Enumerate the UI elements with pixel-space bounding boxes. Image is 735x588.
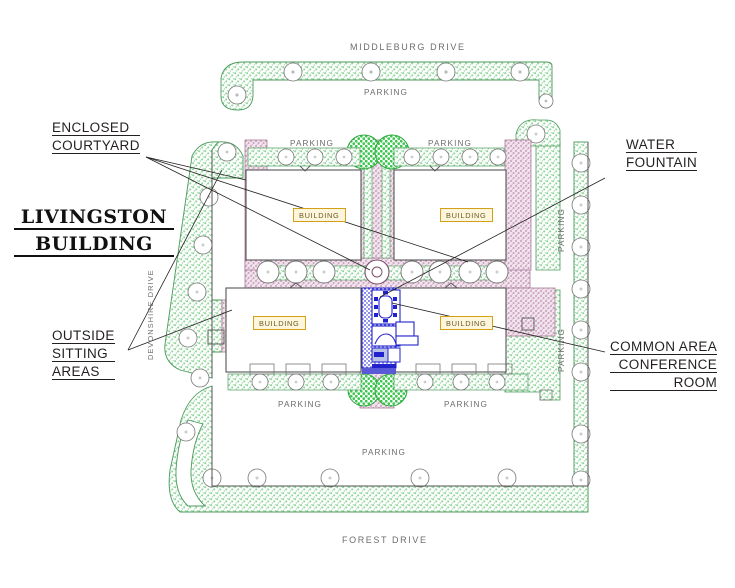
- building-label-sw: BUILDING: [253, 316, 306, 330]
- parking-label-sw: PARKING: [278, 400, 322, 409]
- common-area-conference-room-plan: [361, 287, 419, 374]
- callout-outside-sitting-areas: OUTSIDE SITTING AREAS: [52, 328, 115, 382]
- parking-label-nw: PARKING: [290, 139, 334, 148]
- south-landscape-buffer: [168, 385, 589, 513]
- parking-label-north-lot: PARKING: [364, 88, 408, 97]
- north-inner-parking-row: [247, 147, 507, 167]
- title-line-1: LIVINGSTON: [14, 206, 174, 230]
- callout-water-fountain: WATER FOUNTAIN: [626, 137, 698, 173]
- south-inner-parking-row: [227, 363, 529, 391]
- callout-outside-sitting-areas-line-3: AREAS: [52, 364, 115, 380]
- street-label-middleburg-drive: MIDDLEBURG DRIVE: [350, 42, 466, 52]
- callout-enclosed-courtyard-line-2: COURTYARD: [52, 138, 140, 154]
- callout-water-fountain-line-1: WATER: [626, 137, 698, 153]
- callout-enclosed-courtyard: ENCLOSED COURTYARD: [52, 120, 140, 156]
- callout-conference-line-3: ROOM: [610, 375, 718, 391]
- building-wall-details: [207, 165, 535, 372]
- parking-label-south-lot: PARKING: [362, 448, 406, 457]
- parking-label-east-upper: PARKING: [557, 208, 566, 252]
- site-boundary: [211, 142, 589, 487]
- street-label-devonshire-drive: DEVONSHIRE DRIVE: [146, 269, 155, 360]
- drawing-title: LIVINGSTON BUILDING: [14, 206, 174, 260]
- callout-enclosed-courtyard-line-1: ENCLOSED: [52, 120, 140, 136]
- title-line-2: BUILDING: [14, 233, 174, 257]
- callout-outside-sitting-areas-line-1: OUTSIDE: [52, 328, 115, 344]
- callout-conference-line-2: CONFERENCE: [610, 357, 718, 373]
- east-tree-row-strip: [571, 141, 591, 503]
- callout-conference-line-1: COMMON AREA: [610, 339, 718, 355]
- north-parking-island: [220, 61, 554, 111]
- callout-water-fountain-line-2: FOUNTAIN: [626, 155, 698, 171]
- callout-leader-lines: [127, 156, 606, 353]
- street-label-forest-drive: FOREST DRIVE: [342, 535, 428, 545]
- mid-courtyard-parking-row: [256, 259, 509, 285]
- parking-label-ne: PARKING: [428, 139, 472, 148]
- parking-label-se: PARKING: [444, 400, 488, 409]
- building-label-se: BUILDING: [440, 316, 493, 330]
- callout-common-area-conference-room: COMMON AREA CONFERENCE ROOM: [610, 339, 718, 393]
- callout-outside-sitting-areas-line-2: SITTING: [52, 346, 115, 362]
- building-label-ne: BUILDING: [440, 208, 493, 222]
- parking-label-east-lower: PARKING: [557, 328, 566, 372]
- building-label-nw: BUILDING: [293, 208, 346, 222]
